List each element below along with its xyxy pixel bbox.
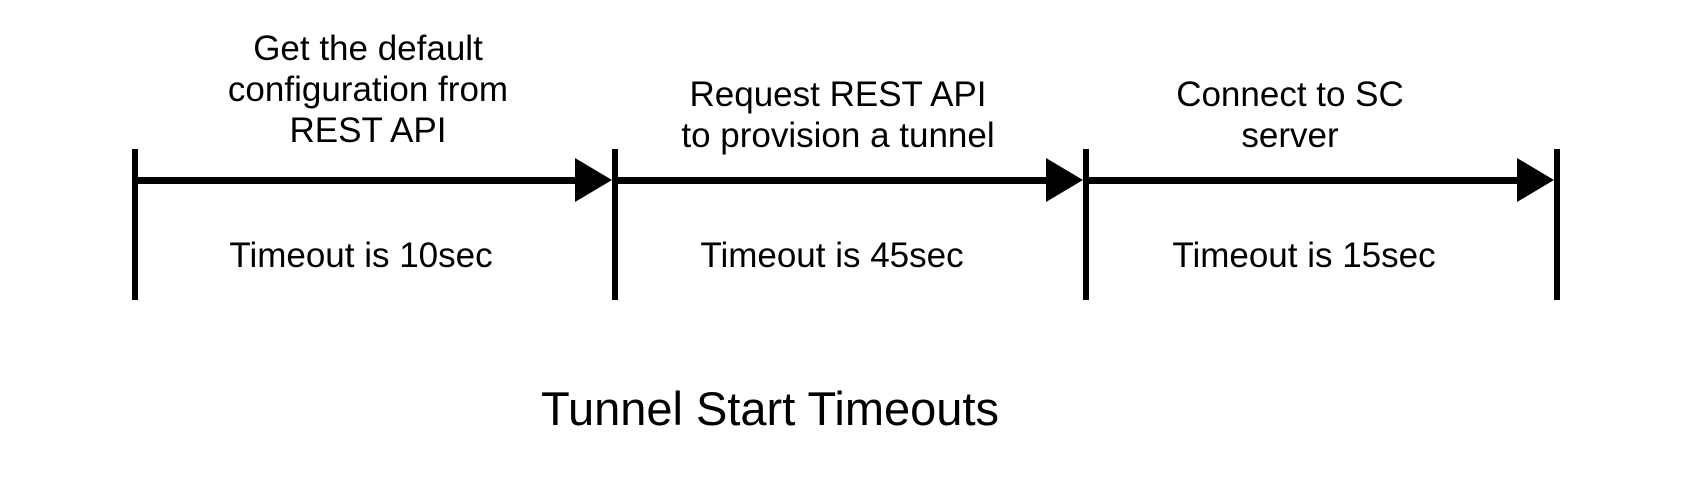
timeline-delimiter-3 [1083,149,1089,300]
arrowhead-right-icon [575,158,612,202]
diagram-title: Tunnel Start Timeouts [540,382,1000,435]
timeout-label-phase-2: Timeout is 45sec [700,236,964,275]
arrowhead-right-icon [1517,158,1554,202]
arrowhead-right-icon [1046,158,1083,202]
arrow-shaft-phase-2 [618,177,1051,184]
timeout-label-phase-3: Timeout is 15sec [1172,236,1436,275]
arrow-shaft-phase-1 [138,177,580,184]
phase-label-request-provision-tunnel: Request REST API to provision a tunnel [681,75,995,155]
phase-label-connect-sc-server: Connect to SC server [1176,75,1404,155]
arrow-shaft-phase-3 [1089,177,1522,184]
timeout-label-phase-1: Timeout is 10sec [229,236,493,275]
timeline-delimiter-2 [612,149,618,300]
timeline-delimiter-start [132,149,138,300]
phase-label-get-default-configuration: Get the default configuration from REST … [227,29,509,150]
timeline-delimiter-end [1554,149,1560,300]
